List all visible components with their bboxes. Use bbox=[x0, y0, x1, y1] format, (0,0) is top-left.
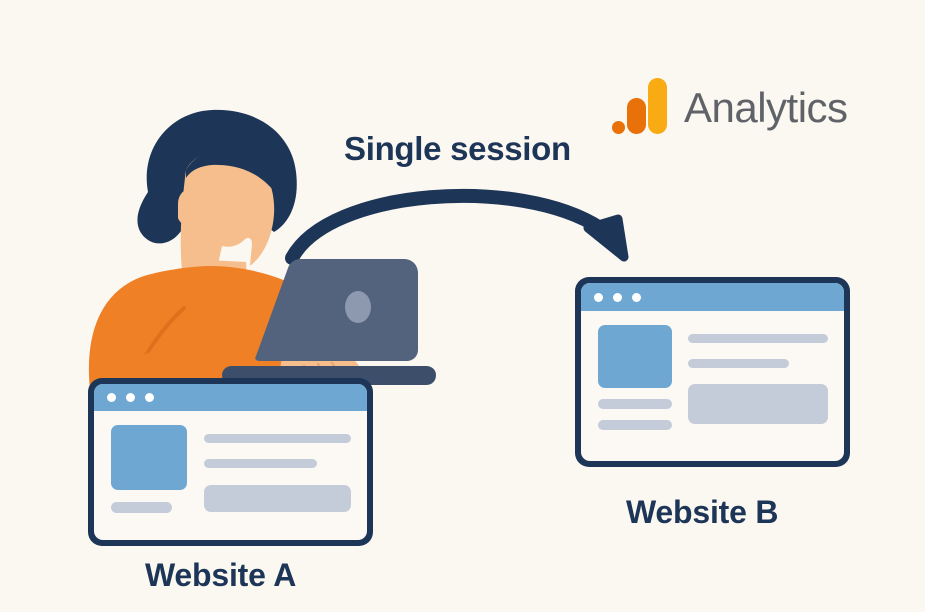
laptop-lid bbox=[255, 259, 418, 361]
website-b-content-block bbox=[688, 384, 828, 424]
arrow-head-icon bbox=[583, 214, 629, 262]
website-b-thumbnail bbox=[598, 325, 672, 388]
website-b-right-column bbox=[688, 325, 828, 447]
website-a-caption-bar bbox=[111, 502, 172, 513]
website-a-right-column bbox=[204, 425, 351, 526]
analytics-dot-icon bbox=[612, 121, 625, 134]
ear-shape bbox=[178, 188, 204, 227]
window-dot-icon bbox=[613, 292, 622, 302]
analytics-wordmark: Analytics bbox=[684, 84, 848, 131]
window-dot-icon bbox=[632, 292, 641, 302]
website-b-titlebar bbox=[581, 283, 844, 311]
website-b-browser-window[interactable] bbox=[575, 277, 850, 467]
website-a-text-line bbox=[204, 459, 318, 468]
analytics-mid-bar-icon bbox=[627, 98, 646, 134]
window-dot-icon bbox=[594, 292, 603, 302]
hair-front-shape bbox=[186, 147, 287, 210]
website-a-content bbox=[94, 411, 367, 540]
window-dot-icon bbox=[126, 393, 135, 402]
hair-back-shape bbox=[137, 109, 297, 244]
woman-using-laptop-illustration bbox=[88, 109, 436, 390]
single-session-label: Single session bbox=[344, 130, 571, 167]
analytics-bars-icon bbox=[612, 76, 670, 134]
window-dot-icon bbox=[107, 393, 116, 402]
website-b-viewport bbox=[581, 283, 844, 461]
website-a-browser-window[interactable] bbox=[88, 378, 373, 546]
website-a-left-column bbox=[111, 425, 187, 526]
website-b-left-column bbox=[598, 325, 672, 447]
website-a-caption: Website A bbox=[145, 557, 297, 593]
website-b-content bbox=[581, 311, 844, 461]
website-b-caption: Website B bbox=[626, 494, 779, 530]
curved-flow-arrow-icon bbox=[285, 188, 629, 265]
website-a-titlebar bbox=[94, 384, 367, 411]
website-b-caption-bar bbox=[598, 420, 672, 430]
face-shape bbox=[180, 150, 275, 300]
laptop-logo-icon bbox=[345, 291, 371, 323]
arrow-curve-path bbox=[285, 188, 607, 265]
website-a-viewport bbox=[94, 384, 367, 540]
website-b-caption-bar bbox=[598, 399, 672, 409]
website-a-content-block bbox=[204, 485, 351, 512]
website-b-text-line bbox=[688, 359, 789, 368]
website-a-text-line bbox=[204, 434, 351, 443]
website-b-text-line bbox=[688, 334, 828, 343]
google-analytics-logo: Analytics bbox=[612, 72, 862, 134]
website-a-thumbnail bbox=[111, 425, 187, 490]
window-dot-icon bbox=[145, 393, 154, 402]
analytics-tall-bar-icon bbox=[648, 78, 667, 134]
